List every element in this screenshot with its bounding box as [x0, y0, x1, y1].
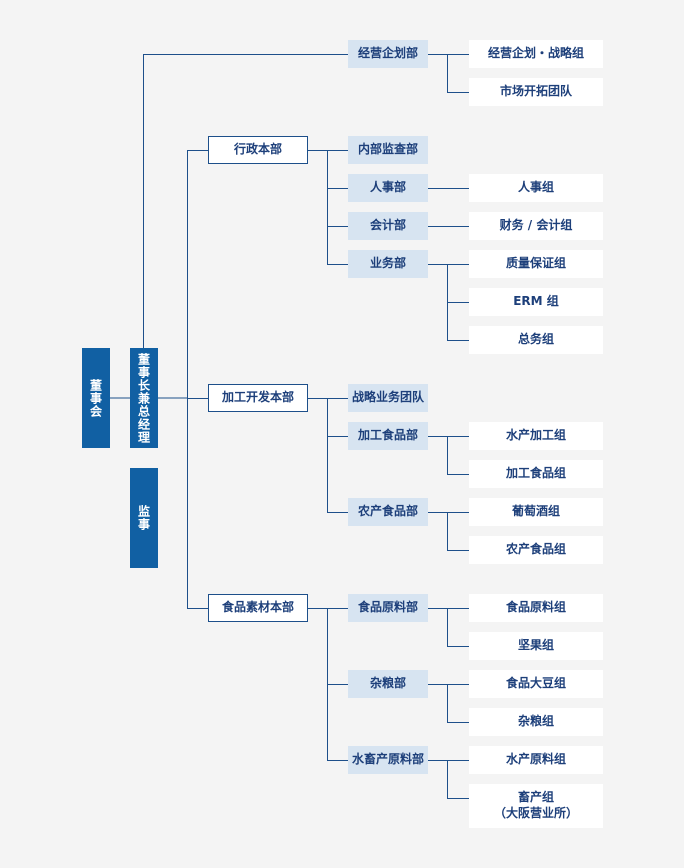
dept-food-ingredients: 食品原料部 [348, 594, 428, 622]
group-quality-assurance: 质量保证组 [469, 250, 603, 278]
hq-processing-development: 加工开发本部 [208, 384, 308, 412]
board-box: 董事会 [82, 348, 110, 448]
president-box: 董事长兼总经理 [130, 348, 158, 448]
president-label: 董事长兼总经理 [136, 352, 151, 444]
dept-planning: 经营企划部 [348, 40, 428, 68]
dept-aquatic-livestock: 水畜产原料部 [348, 746, 428, 774]
dept-hr: 人事部 [348, 174, 428, 202]
board-label: 董事会 [88, 378, 103, 418]
group-erm: ERM 组 [469, 288, 603, 316]
group-livestock-osaka: 畜产组 （大阪营业所） [469, 784, 603, 828]
dept-agricultural-food: 农产食品部 [348, 498, 428, 526]
dept-processed-food: 加工食品部 [348, 422, 428, 450]
group-aquatic-materials: 水产原料组 [469, 746, 603, 774]
group-market-development: 市场开拓团队 [469, 78, 603, 106]
auditor-box: 监事 [130, 468, 158, 568]
group-planning-strategy: 经营企划・战略组 [469, 40, 603, 68]
group-food-ingredients: 食品原料组 [469, 594, 603, 622]
hq-administration: 行政本部 [208, 136, 308, 164]
group-processed-food: 加工食品组 [469, 460, 603, 488]
dept-internal-audit: 内部监查部 [348, 136, 428, 164]
group-grains: 杂粮组 [469, 708, 603, 736]
auditor-label: 监事 [136, 505, 151, 531]
dept-operations: 业务部 [348, 250, 428, 278]
group-food-soybean: 食品大豆组 [469, 670, 603, 698]
group-general-affairs: 总务组 [469, 326, 603, 354]
group-nuts: 坚果组 [469, 632, 603, 660]
hq-food-materials: 食品素材本部 [208, 594, 308, 622]
dept-grains: 杂粮部 [348, 670, 428, 698]
dept-accounting: 会计部 [348, 212, 428, 240]
group-agricultural-food: 农产食品组 [469, 536, 603, 564]
group-seafood-processing: 水产加工组 [469, 422, 603, 450]
dept-strategic-business: 战略业务团队 [348, 384, 428, 412]
group-finance-accounting: 财务 / 会计组 [469, 212, 603, 240]
group-hr: 人事组 [469, 174, 603, 202]
group-wine: 葡萄酒组 [469, 498, 603, 526]
